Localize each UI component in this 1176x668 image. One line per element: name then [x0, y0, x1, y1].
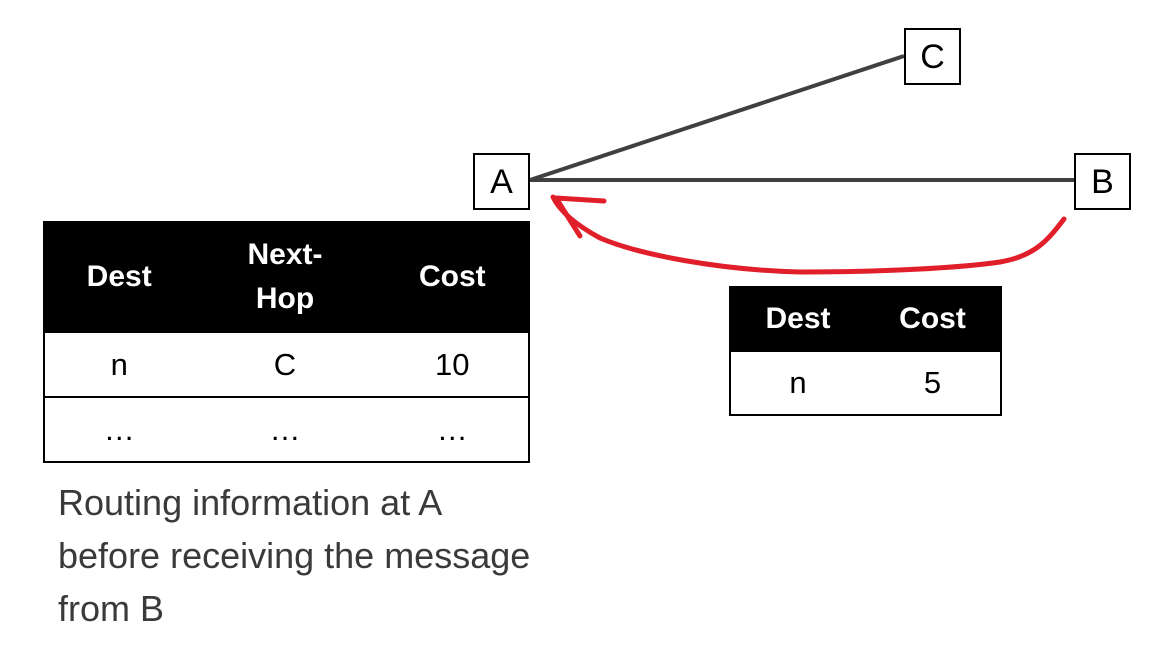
table-a-cell-next-hop: …: [193, 397, 377, 462]
table-row: … … …: [44, 397, 529, 462]
table-b-header-cost: Cost: [864, 286, 1001, 352]
table-a-cell-cost: 10: [376, 333, 529, 398]
table-a-cell-next-hop: C: [193, 333, 377, 398]
routing-table-a: Dest Next- Hop Cost n C 10 … … …: [43, 221, 530, 463]
node-b: B: [1074, 153, 1131, 210]
table-a-header-dest: Dest: [44, 221, 194, 333]
table-b-cell-dest: n: [730, 352, 865, 415]
message-arrowhead: [553, 195, 607, 239]
edge-a-c: [529, 54, 905, 182]
table-a-cell-dest: …: [44, 397, 194, 462]
caption: Routing information at A before receivin…: [58, 482, 531, 629]
table-row: n 5: [730, 352, 1001, 415]
table-a-cell-cost: …: [376, 397, 529, 462]
table-a-header-next-hop: Next- Hop: [193, 221, 377, 333]
message-arrow-b-to-a: [550, 194, 1067, 275]
routing-message-table-b: Dest Cost n 5: [729, 286, 1002, 416]
node-a: A: [473, 153, 530, 210]
table-a-header-cost: Cost: [376, 221, 529, 333]
node-c: C: [904, 28, 961, 85]
table-a-cell-dest: n: [44, 333, 194, 398]
table-row: n C 10: [44, 333, 529, 398]
table-b-header-dest: Dest: [730, 286, 865, 352]
table-b-cell-cost: 5: [864, 352, 1001, 415]
